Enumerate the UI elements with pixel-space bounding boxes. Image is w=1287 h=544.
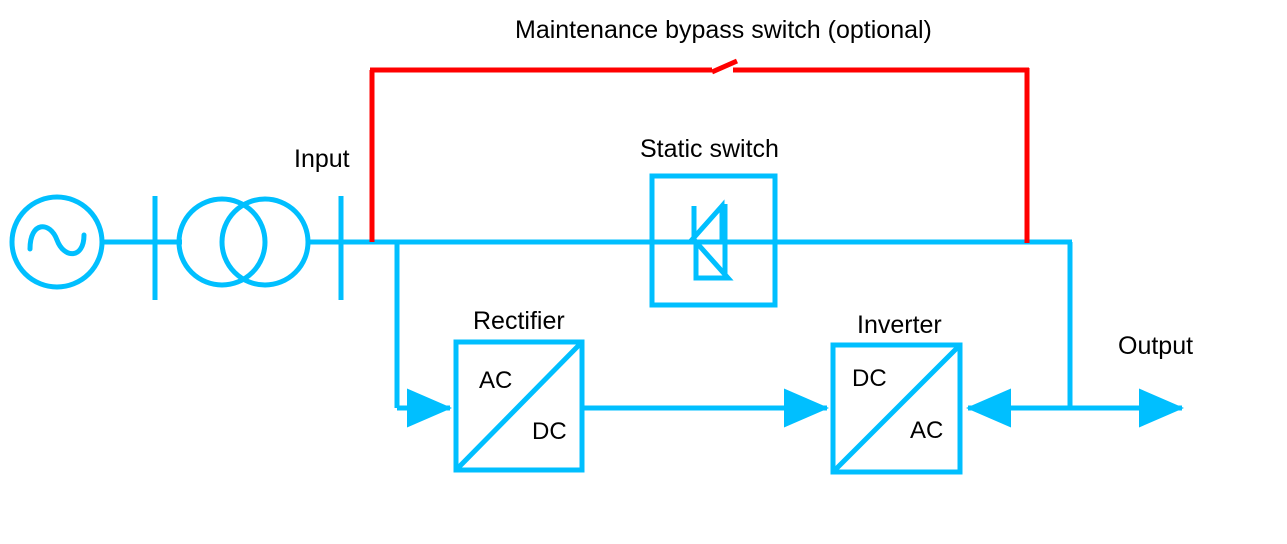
- ac-source-symbol: [9, 194, 105, 290]
- diagram-title: Maintenance bypass switch (optional): [515, 16, 932, 44]
- input-label: Input: [294, 145, 350, 173]
- inverter-ac-label: AC: [910, 417, 944, 444]
- rectifier-ac-label: AC: [479, 367, 513, 394]
- rectifier-dc-label: DC: [532, 418, 567, 445]
- inverter-label: Inverter: [857, 311, 942, 339]
- rectifier-input-branch: [394, 242, 452, 428]
- static-switch-symbol: [649, 173, 778, 308]
- rectifier-block-symbol: [453, 339, 585, 473]
- bypass-switch-blade: [710, 58, 739, 75]
- inverter-block-symbol: [830, 342, 963, 475]
- maintenance-bypass-path: [369, 58, 1030, 243]
- transformer-symbol: [176, 196, 311, 288]
- static-switch-label: Static switch: [640, 135, 779, 163]
- output-label: Output: [1118, 332, 1194, 360]
- inverter-dc-label: DC: [852, 365, 887, 392]
- rectifier-label: Rectifier: [473, 307, 565, 335]
- output-feeder-line: [966, 242, 1184, 428]
